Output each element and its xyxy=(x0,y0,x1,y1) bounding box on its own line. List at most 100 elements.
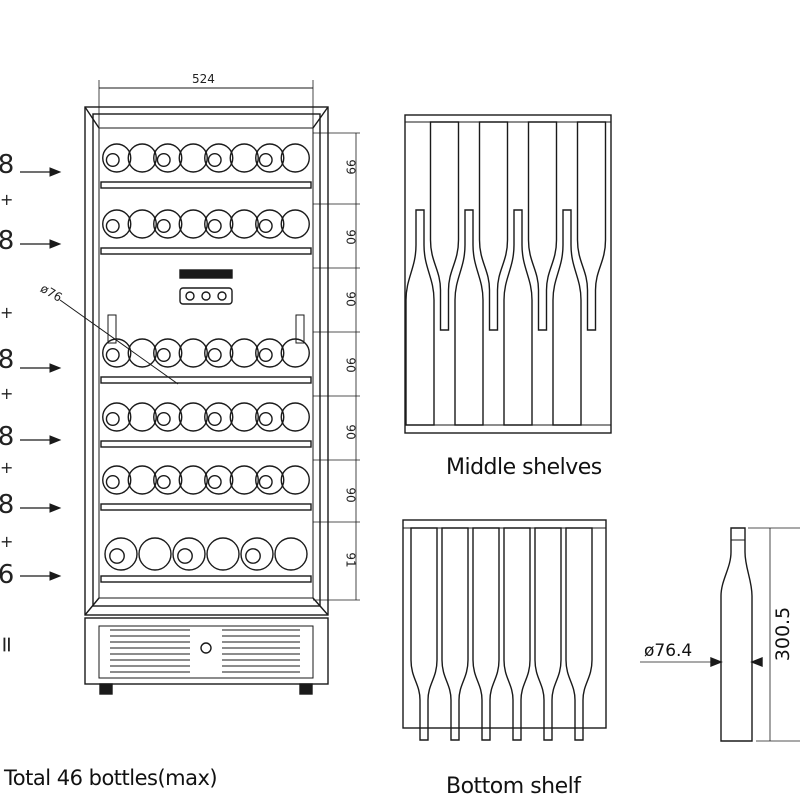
base-grille-panel xyxy=(84,617,329,685)
bottle-end xyxy=(127,209,157,239)
plus-sign-4: + xyxy=(0,458,14,477)
shelf-bottle xyxy=(405,209,435,426)
row-arrow-head xyxy=(49,571,62,581)
bottle-neck xyxy=(105,152,120,167)
row-count-5: 8 xyxy=(0,490,15,520)
equals-sign: = xyxy=(0,635,19,655)
bottle-end xyxy=(153,465,183,495)
bottle-end xyxy=(255,338,285,368)
bottle-neck xyxy=(109,548,125,564)
shelf-bottle xyxy=(552,209,582,426)
glass-window xyxy=(98,127,314,599)
bottle-height-label: 300.5 xyxy=(772,606,795,662)
bottle-neck xyxy=(258,152,273,167)
shelf-bottle xyxy=(576,121,607,331)
bottle-neck xyxy=(258,412,273,427)
bottle-end xyxy=(127,465,157,495)
shelf-spacing-6: 90 xyxy=(343,487,358,503)
bottle-end xyxy=(102,209,132,239)
shelf-rail xyxy=(100,247,312,255)
bottle-end xyxy=(240,537,274,571)
bottle-end xyxy=(255,402,285,432)
vent-grille xyxy=(110,629,300,673)
bottle-end xyxy=(229,402,259,432)
bottle-neck xyxy=(156,218,171,233)
shelf-bottle xyxy=(441,527,469,741)
bottle-neck xyxy=(105,348,120,363)
bottle-end xyxy=(127,338,157,368)
shelf-bottle xyxy=(565,527,593,741)
bottle-neck xyxy=(207,475,222,490)
cabinet-width-label: 524 xyxy=(192,72,215,86)
shelf-rail xyxy=(100,575,312,583)
bottle-neck xyxy=(258,348,273,363)
shelf-spacing-2: 90 xyxy=(343,229,358,245)
bottle-neck xyxy=(156,348,171,363)
bottle-neck xyxy=(105,218,120,233)
bottle-neck xyxy=(258,475,273,490)
middle-shelves-view xyxy=(404,114,612,434)
bottle-end xyxy=(206,537,240,571)
shelf-spacing-7: 91 xyxy=(343,552,358,568)
control-panel-bar xyxy=(179,269,233,279)
bottle-end xyxy=(178,402,208,432)
bottle-shelves xyxy=(100,143,312,583)
bottle-end xyxy=(102,402,132,432)
bottle-neck xyxy=(156,475,171,490)
row-arrow-head xyxy=(49,435,62,445)
middle-shelves-caption: Middle shelves xyxy=(446,455,602,480)
bottle-end xyxy=(255,465,285,495)
bottle-neck xyxy=(258,218,273,233)
bottle-end xyxy=(255,143,285,173)
shelf-rail xyxy=(100,440,312,448)
shelf-spacing-1: 99 xyxy=(343,159,358,175)
bottle-silhouette xyxy=(720,527,753,742)
shelf-spacing-5: 90 xyxy=(343,424,358,440)
bottle-end xyxy=(127,402,157,432)
bottle-dimension-view xyxy=(640,527,800,742)
row-count-6: 6 xyxy=(0,560,15,590)
shelf-bottle xyxy=(534,527,562,741)
plus-sign-1: + xyxy=(0,190,14,209)
row-arrow-head xyxy=(49,363,62,373)
bottle-end xyxy=(178,209,208,239)
bottle-end xyxy=(172,537,206,571)
fridge-front-view xyxy=(59,80,360,695)
bottle-end xyxy=(204,402,234,432)
bottle-end xyxy=(229,465,259,495)
row-count-3: 8 xyxy=(0,345,15,375)
bottle-end xyxy=(102,338,132,368)
bottle-end xyxy=(138,537,172,571)
bottle-end xyxy=(280,465,310,495)
cabinet-outline xyxy=(84,106,329,616)
bottle-end xyxy=(204,465,234,495)
total-bottles-label: Total 46 bottles(max) xyxy=(4,766,218,790)
lock-icon xyxy=(200,642,212,654)
bottle-end xyxy=(280,209,310,239)
bottle-end xyxy=(153,143,183,173)
shelf-bottle xyxy=(478,121,509,331)
bottle-neck xyxy=(105,475,120,490)
bottle-end xyxy=(178,465,208,495)
plus-sign-2: + xyxy=(0,303,14,322)
bottle-neck xyxy=(207,218,222,233)
row-count-1: 8 xyxy=(0,150,15,180)
bottle-neck xyxy=(245,548,261,564)
bottom-shelf-frame xyxy=(402,519,607,729)
shelf-bottle xyxy=(527,121,558,331)
shelf-rail xyxy=(100,503,312,511)
shelf-rail xyxy=(100,181,312,189)
shelf-bottle xyxy=(410,527,438,741)
bottle-end xyxy=(153,402,183,432)
row-count-2: 8 xyxy=(0,226,15,256)
bottle-end xyxy=(204,209,234,239)
temperature-display xyxy=(179,287,233,305)
bottle-end xyxy=(229,143,259,173)
bottle-neck xyxy=(207,412,222,427)
bottle-end xyxy=(280,143,310,173)
bottle-neck xyxy=(207,152,222,167)
shelf-bottle xyxy=(429,121,460,331)
plus-sign-5: + xyxy=(0,532,14,551)
